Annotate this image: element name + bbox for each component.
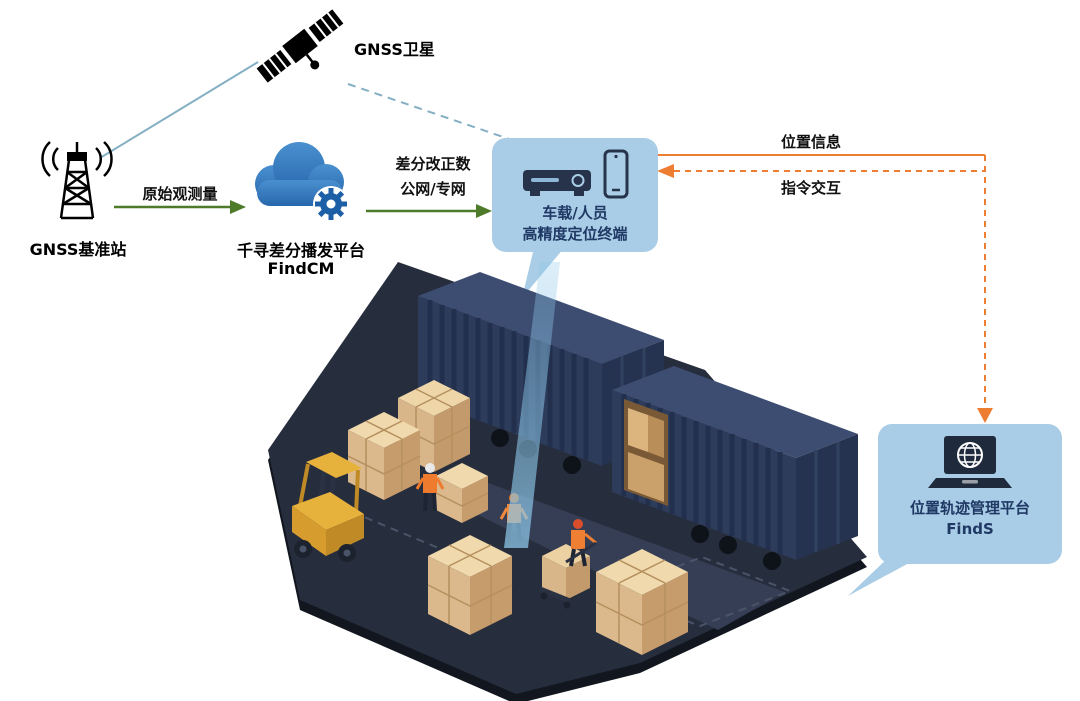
arrow-raw-observation <box>114 200 246 214</box>
trailer-wheels <box>691 525 781 570</box>
positioning-beam <box>504 262 560 548</box>
position-info-label: 位置信息 <box>780 133 841 151</box>
arrowhead <box>977 408 993 423</box>
arrowhead <box>230 200 246 214</box>
pallet-stack <box>595 549 689 655</box>
arrowhead <box>476 204 492 218</box>
cloud-platform-icon <box>236 130 364 232</box>
base-station-label: GNSS基准站 <box>29 240 127 259</box>
satellite-label: GNSS卫星 <box>354 40 435 59</box>
flow-position-info <box>658 154 993 423</box>
terminal-node: 车载/人员 高精度定位终端 <box>492 138 658 252</box>
warehouse-illustration <box>268 262 867 701</box>
laptop-globe-icon <box>928 434 1012 498</box>
lane-marking <box>351 511 449 553</box>
pallet-jack-load <box>542 544 590 600</box>
link-satellite-terminal <box>347 83 513 141</box>
flow-command-interaction <box>657 164 985 178</box>
command-interaction-label: 指令交互 <box>780 179 841 197</box>
terminal-label-line1: 车载/人员 <box>542 204 608 222</box>
management-platform-node: 位置轨迹管理平台 FindS <box>878 424 1062 564</box>
container-open-door <box>624 399 668 506</box>
receiver-icon <box>521 165 593 203</box>
correction-label-line1: 差分改正数 <box>395 155 471 173</box>
forklift <box>292 451 364 562</box>
cloud-platform-product: FindCM <box>267 259 335 278</box>
terminal-label-line2: 高精度定位终端 <box>522 225 628 243</box>
cloud-platform-name: 千寻差分播发平台 <box>236 241 365 260</box>
finds-bubble-tail <box>848 556 922 596</box>
signal-waves <box>41 141 113 177</box>
pallet-stack <box>427 535 513 635</box>
pallet-jack <box>539 541 597 609</box>
base-station-icon <box>22 136 132 232</box>
management-platform-name: 位置轨迹管理平台 <box>909 499 1030 517</box>
container-front <box>612 366 858 570</box>
correction-label-line2: 公网/专网 <box>400 180 466 198</box>
smartphone-icon <box>603 149 629 203</box>
gear-icon <box>315 188 347 220</box>
worker <box>415 463 445 512</box>
satellite-icon <box>250 4 350 92</box>
arrow-correction <box>366 204 492 218</box>
management-platform-product: FindS <box>946 520 994 538</box>
raw-observation-label: 原始观测量 <box>142 185 218 203</box>
arrowhead <box>657 164 674 178</box>
link-satellite-base <box>99 61 259 159</box>
